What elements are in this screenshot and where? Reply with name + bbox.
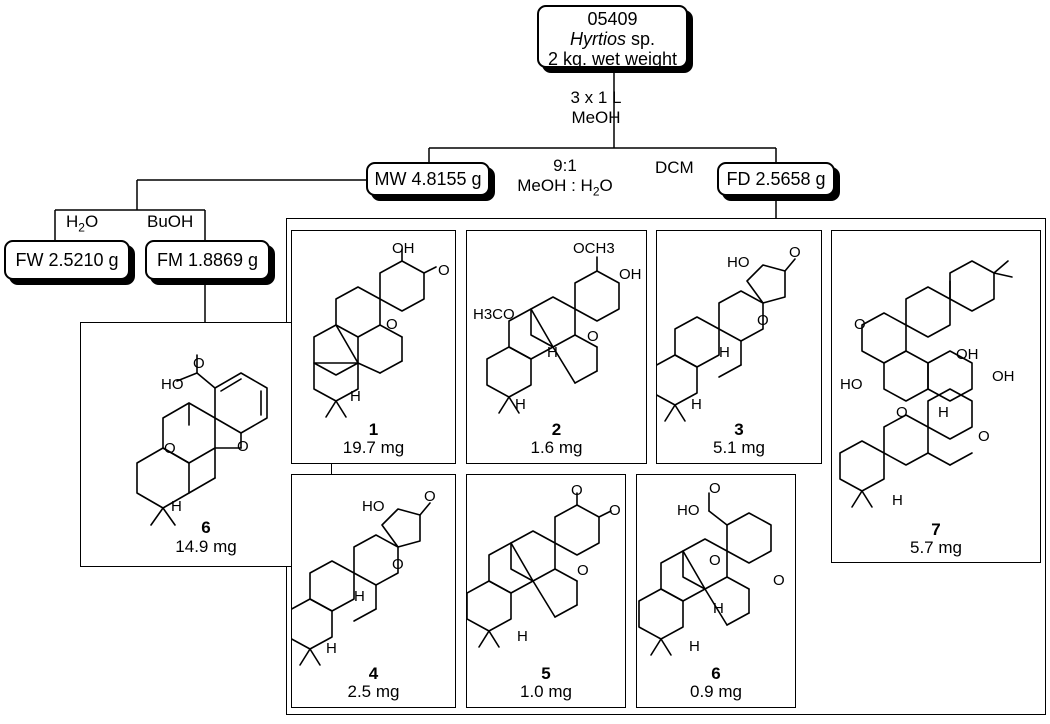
compound-panel-1: OH O O H 1 19.7 mg bbox=[291, 230, 456, 464]
atom-o-label: O bbox=[193, 355, 205, 372]
atom-h-label: H bbox=[354, 588, 365, 605]
structure-4-drawing: HO O O H H bbox=[292, 488, 436, 666]
compound-amount: 1.0 mg bbox=[520, 682, 572, 701]
atom-o-label: O bbox=[609, 502, 621, 519]
atom-o-label: O bbox=[709, 552, 721, 569]
atom-h-label: H bbox=[713, 600, 724, 617]
atom-o-label: O bbox=[424, 488, 436, 505]
fraction-fd-box: FD 2.5658 g bbox=[717, 162, 835, 196]
sample-weight: 2 kg. wet weight bbox=[547, 49, 678, 69]
atom-ho-label: HO bbox=[677, 502, 700, 519]
structure-7-drawing: O OH HO OH O H O H bbox=[839, 260, 1015, 509]
atom-o-label: O bbox=[757, 312, 769, 329]
compound-panel-7: O OH HO OH O H O H 7 5.7 mg bbox=[831, 230, 1041, 563]
atom-o-label: O bbox=[773, 572, 785, 589]
atom-o-label: O bbox=[789, 244, 801, 261]
structure-2-drawing: OCH3 OH H3CO O H H bbox=[473, 240, 642, 414]
atom-oh-label: OH bbox=[956, 346, 979, 363]
atom-o-label: O bbox=[392, 556, 404, 573]
atom-o-label: O bbox=[571, 482, 583, 499]
compound-amount: 2.5 mg bbox=[347, 682, 400, 701]
compound-panel-3: HO O O H H 3 5.1 mg bbox=[656, 230, 822, 464]
compound-panel-4: HO O O H H 4 2.5 mg bbox=[291, 474, 456, 708]
atom-o-label: O bbox=[577, 562, 589, 579]
sample-code: 05409 bbox=[587, 9, 638, 29]
compound-id: 7 bbox=[931, 520, 941, 539]
fraction-fw-box: FW 2.5210 g bbox=[4, 240, 130, 280]
structure-6b-drawing: HO O O O H H bbox=[638, 480, 785, 656]
species-name: Hyrtios sp. bbox=[569, 29, 656, 49]
atom-h-label: H bbox=[719, 344, 730, 361]
atom-h-label: H bbox=[689, 638, 700, 655]
compound-amount: 1.6 mg bbox=[530, 438, 583, 457]
structure-3-drawing: HO O O H H bbox=[657, 244, 801, 422]
atom-o-label: O bbox=[386, 316, 398, 333]
atom-oh-label: OH bbox=[992, 368, 1015, 385]
atom-ho-label: HO bbox=[362, 498, 385, 515]
compound-id: 2 bbox=[551, 420, 562, 439]
atom-o-label: O bbox=[587, 328, 599, 345]
compound-panel-6-fd: HO O O O H H 6 0.9 mg bbox=[636, 474, 796, 708]
water-label: H2O bbox=[66, 212, 99, 235]
compound-amount: 5.7 mg bbox=[910, 538, 962, 557]
atom-o-label: O bbox=[896, 404, 908, 421]
compound-id: 5 bbox=[541, 664, 551, 683]
atom-h-label: H bbox=[171, 498, 182, 515]
compound-id: 3 bbox=[734, 420, 744, 439]
compound-id: 6 bbox=[201, 518, 211, 537]
atom-ho-label: HO bbox=[161, 376, 184, 393]
atom-h3co-label: H3CO bbox=[473, 306, 515, 323]
compound-id: 6 bbox=[711, 664, 721, 683]
structure-1-drawing: OH O O H bbox=[313, 240, 450, 418]
atom-h-label: H bbox=[547, 344, 558, 361]
atom-h-label: H bbox=[350, 388, 361, 405]
compound-id: 4 bbox=[368, 664, 379, 683]
butanol-label: BuOH bbox=[147, 212, 194, 231]
fraction-mw-box: MW 4.8155 g bbox=[366, 162, 490, 196]
atom-ho-label: HO bbox=[840, 376, 863, 393]
atom-ho-label: HO bbox=[727, 254, 750, 271]
fraction-fm-box: FM 1.8869 g bbox=[145, 240, 270, 280]
atom-h-label: H bbox=[326, 640, 337, 657]
compound-panel-6-fm: HO O O O H 6 14.9 mg bbox=[80, 322, 332, 567]
compound-amount: 5.1 mg bbox=[713, 438, 765, 457]
atom-oh-label: OH bbox=[392, 240, 415, 257]
atom-o-label: O bbox=[164, 440, 176, 457]
atom-o-label: O bbox=[854, 316, 866, 333]
dcm-label: DCM bbox=[655, 158, 694, 177]
compound-panel-5: O O O H 5 1.0 mg bbox=[466, 474, 626, 708]
partition-ratio-label: 9:1 MeOH : H2O bbox=[517, 156, 613, 199]
atom-h-label: H bbox=[892, 492, 903, 509]
atom-o-label: O bbox=[978, 428, 990, 445]
compound-amount: 19.7 mg bbox=[342, 438, 405, 457]
atom-oh-label: OH bbox=[619, 266, 642, 283]
atom-h-label: H bbox=[517, 628, 528, 645]
atom-o-label: O bbox=[237, 438, 249, 455]
compound-panel-2: OCH3 OH H3CO O H H 2 1.6 mg bbox=[466, 230, 647, 464]
extraction-label: 3 x 1 L MeOH bbox=[570, 88, 622, 127]
compound-amount: 0.9 mg bbox=[690, 682, 742, 701]
structure-6-drawing: HO O O O H bbox=[136, 354, 268, 526]
atom-och3-label: OCH3 bbox=[573, 240, 615, 257]
atom-o-label: O bbox=[709, 480, 721, 497]
atom-h-label: H bbox=[938, 404, 949, 421]
structure-5-drawing: O O O H bbox=[467, 482, 621, 648]
atom-h-label: H bbox=[691, 396, 702, 413]
atom-o-label: O bbox=[438, 262, 450, 279]
atom-h-label: H bbox=[515, 396, 526, 413]
compound-amount: 14.9 mg bbox=[175, 537, 237, 556]
source-organism-box: 05409 Hyrtios sp. 2 kg. wet weight bbox=[537, 5, 688, 69]
compound-id: 1 bbox=[368, 420, 379, 439]
